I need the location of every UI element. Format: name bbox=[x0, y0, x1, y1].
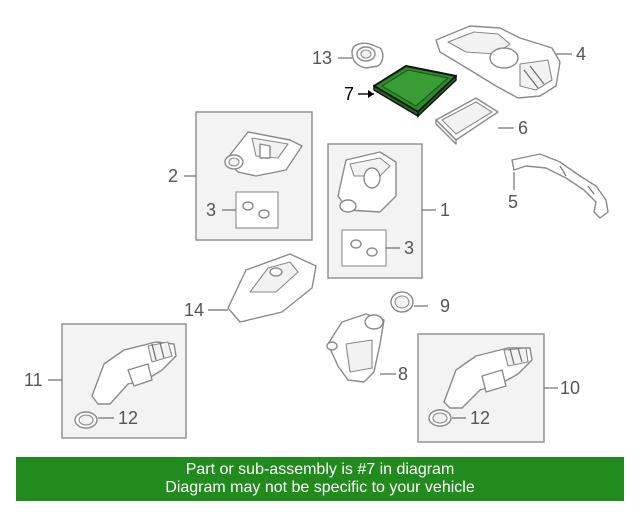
callout-2[interactable]: 2 bbox=[168, 166, 178, 186]
callout-3b[interactable]: 3 bbox=[404, 238, 414, 258]
part-6-filter-element[interactable] bbox=[435, 97, 499, 145]
callout-8[interactable]: 8 bbox=[398, 364, 408, 384]
part-3a-grommets[interactable] bbox=[242, 201, 270, 219]
banner-line-1: Part or sub-assembly is #7 in diagram bbox=[185, 461, 455, 478]
banner-line-2: Diagram may not be specific to your vehi… bbox=[165, 479, 475, 496]
part-14-cover[interactable] bbox=[227, 253, 317, 323]
callout-14[interactable]: 14 bbox=[184, 300, 204, 320]
callout-6[interactable]: 6 bbox=[518, 118, 528, 138]
part-7-air-filter[interactable] bbox=[373, 65, 457, 118]
callout-9[interactable]: 9 bbox=[440, 296, 450, 316]
part-3b-grommets[interactable] bbox=[350, 239, 378, 257]
part-11-intake-tube[interactable] bbox=[91, 341, 177, 405]
info-banner: Part or sub-assembly is #7 in diagram Di… bbox=[16, 457, 624, 501]
callout-1[interactable]: 1 bbox=[440, 200, 450, 220]
callout-13[interactable]: 13 bbox=[312, 48, 332, 68]
inset-3a bbox=[235, 191, 279, 229]
callout-10[interactable]: 10 bbox=[560, 378, 580, 398]
part-4-airbox-cover[interactable] bbox=[435, 25, 561, 99]
callout-7[interactable]: 7 bbox=[344, 84, 354, 104]
part-13-cap[interactable] bbox=[351, 42, 384, 69]
inset-3b bbox=[341, 229, 387, 267]
part-9-seal-ring[interactable] bbox=[390, 291, 414, 313]
callout-5[interactable]: 5 bbox=[508, 192, 518, 212]
part-1-air-cleaner-assembly[interactable] bbox=[337, 151, 397, 213]
part-12a-clamp[interactable] bbox=[74, 411, 98, 429]
callout-12a[interactable]: 12 bbox=[118, 408, 138, 428]
part-2-air-cleaner-housing[interactable] bbox=[224, 131, 303, 177]
callout-11[interactable]: 11 bbox=[24, 370, 43, 390]
part-8-duct[interactable] bbox=[326, 313, 385, 383]
parts-diagram: 13 4 7 6 5 bbox=[24, 25, 609, 443]
part-12b-clamp[interactable] bbox=[428, 409, 452, 427]
callout-3a[interactable]: 3 bbox=[206, 200, 216, 220]
part-10-intake-tube[interactable] bbox=[443, 347, 533, 409]
leader-7-arrow bbox=[368, 90, 374, 98]
part-5-hose[interactable] bbox=[511, 153, 609, 219]
callout-12b[interactable]: 12 bbox=[470, 408, 490, 428]
callout-4[interactable]: 4 bbox=[576, 44, 586, 64]
